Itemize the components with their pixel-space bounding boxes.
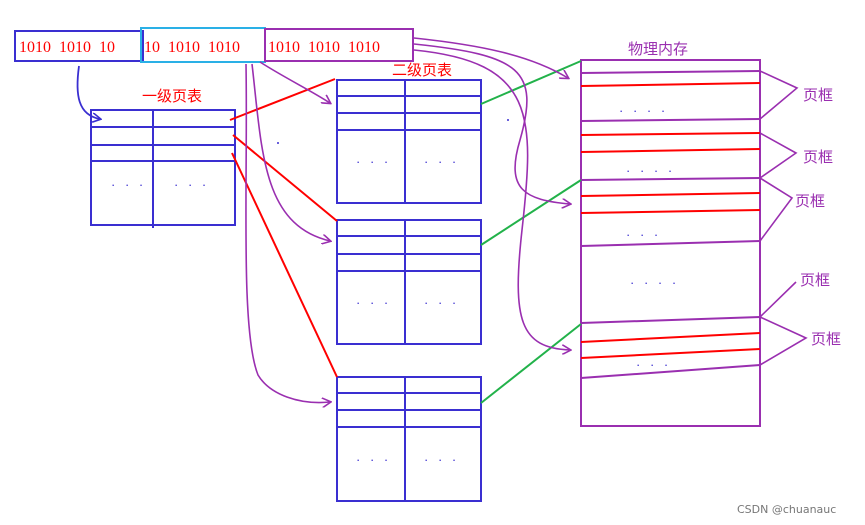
- level1-table-label: 一级页表: [142, 87, 202, 105]
- level2-page-table-3: [336, 376, 482, 502]
- address-segment-2: 10 1010 1010: [144, 39, 240, 56]
- stray-dot-2: [507, 119, 509, 121]
- level1-ellipsis-left: · · ·: [111, 177, 146, 192]
- page-frame-label-2: 页框: [803, 148, 833, 166]
- stray-dot-1: [277, 142, 279, 144]
- offset-arrows: [413, 37, 570, 350]
- memory-ellipsis-5: · · ·: [636, 357, 671, 372]
- level2-table-3-ellipsis-left: · · ·: [356, 452, 391, 467]
- virtual-address: 1010 1010 10 10 1010 1010 1010 1010 1010: [14, 27, 414, 63]
- address-segment-1-box: [14, 30, 144, 62]
- level2-page-table-2: [336, 219, 482, 345]
- level2-to-memory-links: [480, 60, 582, 404]
- level2-page-table-1: [336, 79, 482, 204]
- page-frame-label-3: 页框: [795, 192, 825, 210]
- physical-memory-label: 物理内存: [628, 40, 688, 58]
- watermark: CSDN @chuanauc: [737, 503, 836, 516]
- address-segment-1: 1010 1010 10: [19, 39, 115, 56]
- level1-to-level2-links: [229, 78, 338, 378]
- level2-table-3-ellipsis-right: · · ·: [424, 452, 459, 467]
- level2-table-label: 二级页表: [392, 61, 452, 79]
- level2-table-2-ellipsis-right: · · ·: [424, 295, 459, 310]
- memory-ellipsis-3: · · ·: [626, 227, 661, 242]
- page-frame-label-4: 页框: [800, 271, 830, 289]
- level2-table-2-ellipsis-left: · · ·: [356, 295, 391, 310]
- page-frame-brackets: [759, 70, 808, 366]
- page-frame-label-1: 页框: [803, 86, 833, 104]
- page-frame-label-5: 页框: [811, 330, 841, 348]
- memory-ellipsis-4: · · · ·: [630, 275, 679, 290]
- level1-index-arrow: [76, 65, 100, 119]
- level2-table-1-ellipsis-right: · · ·: [424, 154, 459, 169]
- memory-ellipsis-1: · · · ·: [619, 103, 668, 118]
- memory-ellipsis-2: · · · ·: [626, 163, 675, 178]
- physical-memory-block: [580, 59, 761, 427]
- level1-page-table: [90, 109, 236, 228]
- level2-index-arrows: [245, 61, 330, 403]
- level1-ellipsis-right: · · ·: [174, 177, 209, 192]
- address-segment-3-box: [264, 28, 414, 62]
- level2-table-1-ellipsis-left: · · ·: [356, 154, 391, 169]
- address-segment-3: 1010 1010 1010: [268, 39, 380, 56]
